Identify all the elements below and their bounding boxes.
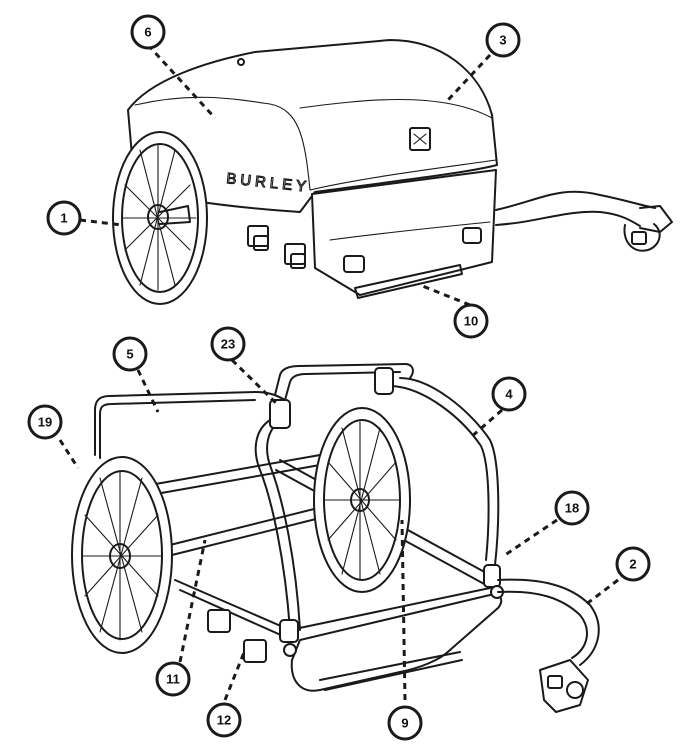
callout-23: 23 — [210, 326, 246, 362]
frame-wheel-left — [71, 456, 173, 654]
callout-1: 1 — [46, 200, 82, 236]
trailer-front-panel — [311, 169, 497, 296]
svg-text:6: 6 — [144, 25, 151, 40]
frame-front-post — [254, 419, 291, 631]
svg-text:4: 4 — [505, 387, 513, 402]
frame-joints — [207, 367, 504, 663]
frame-handle — [274, 363, 414, 396]
assembled-trailer: BURLEY — [112, 39, 673, 305]
trailer-front-bumper — [354, 264, 463, 299]
callout-5: 5 — [112, 336, 148, 372]
tow-arm-bottom — [497, 578, 600, 713]
svg-text:2: 2 — [629, 557, 636, 572]
callout-3: 3 — [485, 22, 521, 58]
trailer-wheel-top — [112, 131, 208, 305]
tow-arm-top — [495, 190, 673, 252]
trailer-cover — [127, 39, 498, 213]
leader-lines — [58, 43, 619, 701]
callout-6: 6 — [130, 14, 166, 50]
frame-bottom-tray — [290, 593, 503, 692]
callout-4: 4 — [491, 376, 527, 412]
callout-markers: 1 2 3 4 5 6 9 10 11 12 18 19 23 — [27, 14, 651, 741]
svg-text:23: 23 — [221, 337, 235, 352]
svg-text:12: 12 — [217, 713, 231, 728]
svg-text:11: 11 — [166, 672, 180, 687]
frame-side-loop — [399, 377, 500, 566]
svg-text:18: 18 — [565, 501, 579, 516]
callout-2: 2 — [615, 546, 651, 582]
svg-text:19: 19 — [38, 415, 52, 430]
frame-assembly — [71, 363, 600, 713]
callout-9: 9 — [387, 705, 423, 741]
callout-11: 11 — [155, 661, 191, 697]
svg-text:3: 3 — [499, 33, 506, 48]
side-hitch-brackets — [247, 225, 306, 269]
frame-top-rail — [94, 391, 286, 456]
svg-text:9: 9 — [401, 716, 408, 731]
frame-wheel-right — [313, 407, 411, 593]
callout-10: 10 — [453, 303, 489, 339]
callout-18: 18 — [554, 490, 590, 526]
callout-19: 19 — [27, 404, 63, 440]
svg-text:10: 10 — [464, 314, 478, 329]
svg-text:1: 1 — [60, 211, 67, 226]
callout-12: 12 — [206, 702, 242, 738]
svg-text:5: 5 — [126, 347, 133, 362]
